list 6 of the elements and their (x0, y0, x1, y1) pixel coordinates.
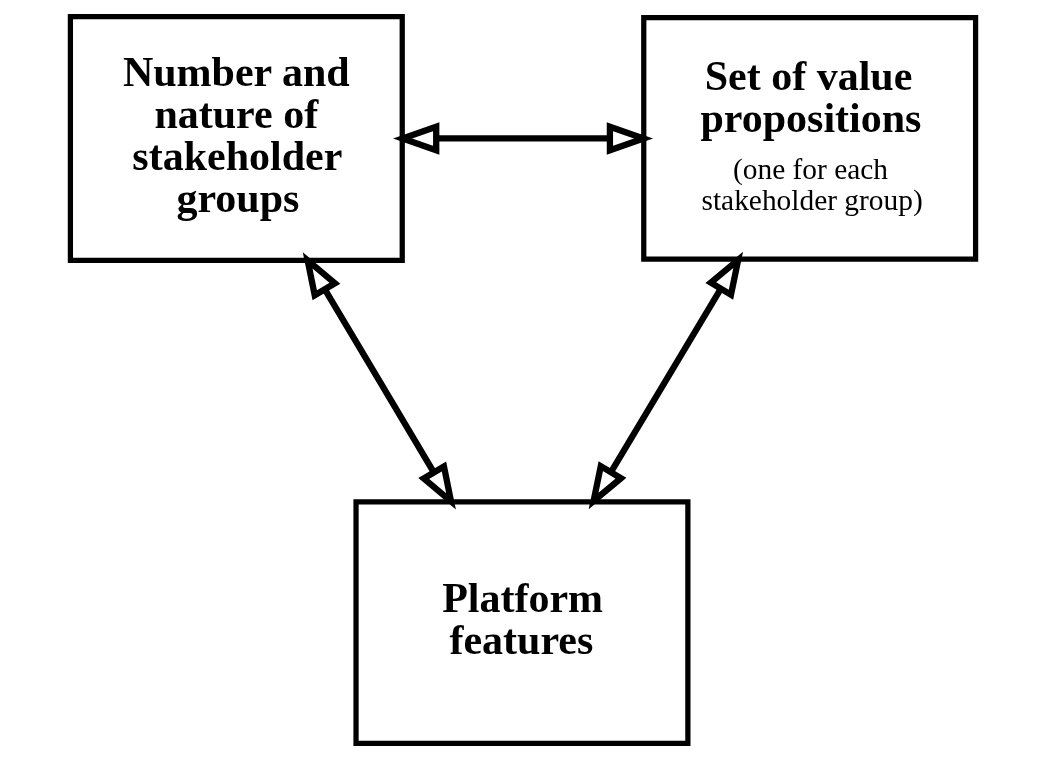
node-box: Number and nature of stakeholder groups (67, 14, 405, 263)
node-box: Platform features (353, 499, 691, 746)
node-box: Set of value propositions (one for each stakeholder group) (641, 15, 979, 262)
arrow (588, 251, 744, 510)
arrow (393, 122, 654, 155)
arrow (302, 252, 456, 510)
